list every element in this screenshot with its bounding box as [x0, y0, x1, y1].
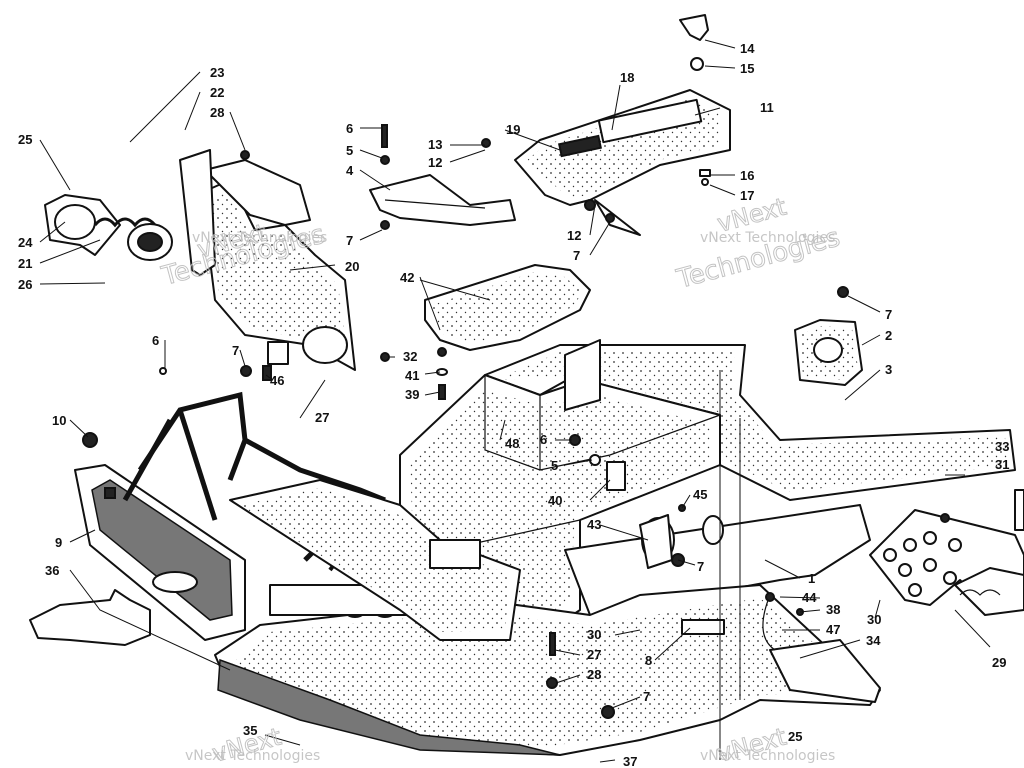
callout-30a: 30	[867, 612, 881, 627]
callout-21: 21	[18, 256, 32, 271]
heat-shield	[424, 264, 591, 351]
callout-40: 40	[548, 493, 562, 508]
upper-support	[514, 14, 731, 236]
callout-labels: 1 2 3 4 5 5 6 6 6 7 7 7 7 7 7 8 9 10 11 …	[18, 41, 1009, 768]
callout-23: 23	[210, 65, 224, 80]
callout-7a: 7	[346, 233, 353, 248]
callout-27a: 27	[315, 410, 329, 425]
callout-14: 14	[740, 41, 755, 56]
callout-1: 1	[808, 571, 815, 586]
callout-7b: 7	[573, 248, 580, 263]
callout-7e: 7	[697, 559, 704, 574]
callout-42: 42	[400, 270, 414, 285]
callout-36: 36	[45, 563, 59, 578]
callout-29: 29	[992, 655, 1006, 670]
callout-43: 43	[587, 517, 601, 532]
callout-32: 32	[403, 349, 417, 364]
callout-16: 16	[740, 168, 754, 183]
watermark-text-1: vNext Technologies	[192, 230, 327, 246]
callout-9: 9	[55, 535, 62, 550]
callout-46: 46	[270, 373, 284, 388]
air-silencer-assembly	[44, 149, 356, 381]
callout-7f: 7	[643, 689, 650, 704]
callout-12b: 12	[567, 228, 581, 243]
callout-45: 45	[693, 487, 707, 502]
callout-3: 3	[885, 362, 892, 377]
callout-34: 34	[866, 633, 881, 648]
callout-28a: 28	[210, 105, 224, 120]
callout-11: 11	[760, 100, 774, 115]
callout-10: 10	[52, 413, 66, 428]
callout-30b: 30	[587, 627, 601, 642]
callout-17: 17	[740, 188, 754, 203]
callout-39: 39	[405, 387, 419, 402]
callout-7d: 7	[232, 343, 239, 358]
callout-22: 22	[210, 85, 224, 100]
callout-37: 37	[623, 754, 637, 768]
chassis-frame	[214, 339, 1016, 756]
callout-31: 31	[995, 457, 1009, 472]
callout-28b: 28	[587, 667, 601, 682]
watermark-text-2: vNext Technologies	[700, 230, 835, 246]
front-bumper-assembly	[74, 391, 521, 641]
leader-lines	[39, 39, 991, 763]
callout-18: 18	[620, 70, 634, 85]
callout-2: 2	[885, 328, 892, 343]
steering-bracket	[369, 124, 516, 230]
callout-19: 19	[506, 122, 520, 137]
callout-48: 48	[505, 436, 519, 451]
callout-47: 47	[826, 622, 840, 637]
callout-38: 38	[826, 602, 840, 617]
callout-5b: 5	[551, 458, 558, 473]
callout-25b: 25	[788, 729, 802, 744]
callout-8: 8	[645, 653, 652, 668]
rear-grab-plate	[869, 489, 1024, 616]
callout-27b: 27	[587, 647, 601, 662]
callout-5a: 5	[346, 143, 353, 158]
callout-12a: 12	[428, 155, 442, 170]
steering-plate	[794, 286, 863, 386]
callout-13: 13	[428, 137, 442, 152]
callout-26: 26	[18, 277, 32, 292]
callout-24: 24	[18, 235, 33, 250]
watermark-text-4: vNext Technologies	[700, 748, 835, 764]
callout-33: 33	[995, 439, 1009, 454]
callout-7c: 7	[885, 307, 892, 322]
callout-15: 15	[740, 61, 754, 76]
callout-44: 44	[802, 590, 817, 605]
callout-6a: 6	[346, 121, 353, 136]
callout-6c: 6	[540, 432, 547, 447]
callout-4: 4	[346, 163, 354, 178]
callout-35: 35	[243, 723, 257, 738]
callout-20: 20	[345, 259, 359, 274]
callout-41: 41	[405, 368, 419, 383]
skid-plate-part	[29, 589, 151, 646]
callout-25a: 25	[18, 132, 32, 147]
watermark-text-3: vNext Technologies	[185, 748, 320, 764]
callout-6b: 6	[152, 333, 159, 348]
